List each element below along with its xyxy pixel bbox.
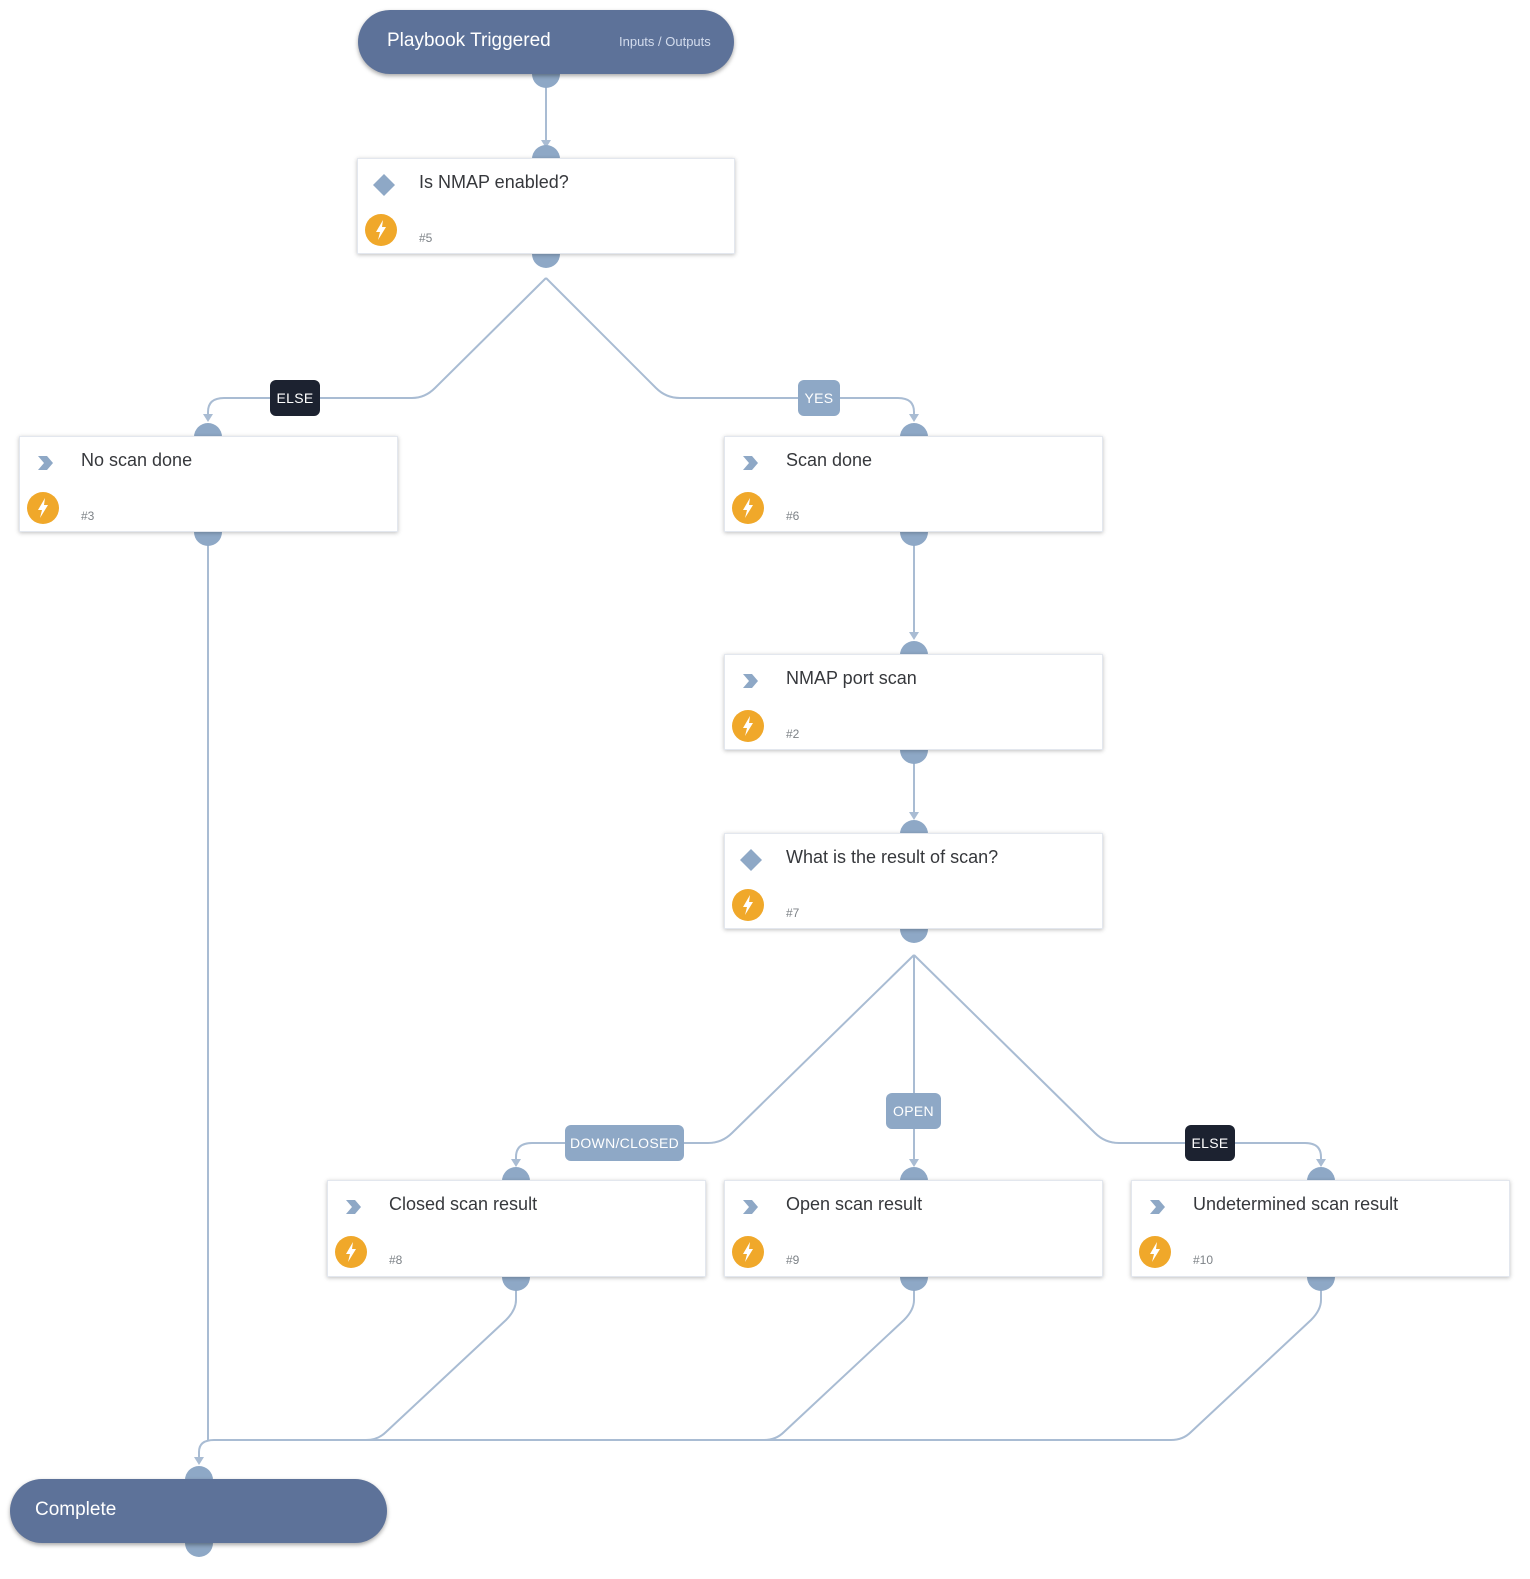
task-number: #7 xyxy=(786,906,800,920)
task-name: NMAP port scan xyxy=(786,668,917,688)
task-name: Scan done xyxy=(786,450,873,470)
task-no-scan-done[interactable]: No scan done #3 xyxy=(19,436,398,532)
chevron-right-icon xyxy=(38,456,53,470)
diamond-icon xyxy=(740,849,762,871)
in-port-5 xyxy=(532,145,560,159)
in-port-6 xyxy=(900,423,928,437)
out-port-10 xyxy=(1307,1277,1335,1291)
arrowhead xyxy=(909,812,919,820)
in-port-8 xyxy=(502,1167,530,1181)
task-name: Closed scan result xyxy=(389,1194,538,1214)
edge-7-to-10 xyxy=(913,954,1322,1162)
chevron-right-icon xyxy=(743,1200,758,1214)
lightning-icon xyxy=(365,214,397,246)
edge-5-to-6 xyxy=(545,277,915,417)
task-is-nmap-enabled[interactable]: Is NMAP enabled? #5 xyxy=(357,158,735,254)
edge-8-to-complete xyxy=(365,1290,517,1441)
lightning-icon xyxy=(335,1236,367,1268)
task-name: Open scan result xyxy=(786,1194,923,1214)
edge-label-yes[interactable]: YES xyxy=(798,380,840,416)
task-name: Is NMAP enabled? xyxy=(419,172,569,192)
edge-label-else[interactable]: ELSE xyxy=(1185,1125,1235,1161)
lightning-icon xyxy=(732,1236,764,1268)
out-port-8 xyxy=(502,1277,530,1291)
out-port-start xyxy=(532,74,560,88)
arrowhead xyxy=(511,1159,521,1167)
arrowhead xyxy=(909,632,919,640)
out-port-3 xyxy=(194,532,222,546)
task-nmap-port-scan[interactable]: NMAP port scan #2 xyxy=(724,654,1103,750)
edge-label-down-closed[interactable]: DOWN/CLOSED xyxy=(565,1125,684,1161)
task-number: #10 xyxy=(1193,1253,1214,1267)
chevron-right-icon xyxy=(743,456,758,470)
out-port-6 xyxy=(900,532,928,546)
chevron-right-icon xyxy=(743,674,758,688)
in-port-7 xyxy=(900,820,928,834)
edge-merge-bus xyxy=(198,1439,1171,1460)
playbook-triggered-node[interactable]: Playbook Triggered Inputs / Outputs xyxy=(358,10,734,74)
lightning-icon xyxy=(732,710,764,742)
edge-9-to-complete xyxy=(763,1290,915,1441)
task-number: #8 xyxy=(389,1253,403,1267)
out-port-9 xyxy=(900,1277,928,1291)
lightning-icon xyxy=(732,889,764,921)
out-port-7 xyxy=(900,929,928,943)
in-port-3 xyxy=(194,423,222,437)
edge-10-to-complete xyxy=(1170,1290,1322,1441)
task-name: Undetermined scan result xyxy=(1193,1194,1399,1214)
task-name: What is the result of scan? xyxy=(786,847,999,867)
lightning-icon xyxy=(1139,1236,1171,1268)
out-port-5 xyxy=(532,254,560,268)
edge-label-else[interactable]: ELSE xyxy=(270,380,320,416)
task-closed-scan-result[interactable]: Closed scan result #8 xyxy=(327,1180,706,1277)
in-port-10 xyxy=(1307,1167,1335,1181)
edge-label-open[interactable]: OPEN xyxy=(886,1093,941,1129)
complete-node[interactable]: Complete xyxy=(10,1479,387,1543)
task-number: #5 xyxy=(419,231,433,245)
in-port-complete xyxy=(185,1466,213,1480)
out-port-2 xyxy=(900,750,928,764)
task-name: No scan done xyxy=(81,450,193,470)
chevron-right-icon xyxy=(346,1200,361,1214)
task-number: #9 xyxy=(786,1253,800,1267)
task-scan-done[interactable]: Scan done #6 xyxy=(724,436,1103,532)
arrowhead xyxy=(194,1457,204,1465)
out-port-complete xyxy=(185,1543,213,1557)
task-what-is-result-of-scan[interactable]: What is the result of scan? #7 xyxy=(724,833,1103,929)
task-undetermined-scan-result[interactable]: Undetermined scan result #10 xyxy=(1131,1180,1510,1277)
inputs-outputs-link[interactable]: Inputs / Outputs xyxy=(619,34,711,49)
arrowhead xyxy=(541,140,551,148)
task-number: #6 xyxy=(786,509,800,523)
chevron-right-icon xyxy=(1150,1200,1165,1214)
lightning-icon xyxy=(732,492,764,524)
task-number: #2 xyxy=(786,727,800,741)
in-port-2 xyxy=(900,641,928,655)
task-number: #3 xyxy=(81,509,95,523)
arrowhead xyxy=(203,414,213,422)
diamond-icon xyxy=(373,174,395,196)
arrowhead xyxy=(1316,1159,1326,1167)
task-open-scan-result[interactable]: Open scan result #9 xyxy=(724,1180,1103,1277)
start-title: Playbook Triggered xyxy=(387,30,551,51)
arrowhead xyxy=(909,414,919,422)
lightning-icon xyxy=(27,492,59,524)
arrowhead xyxy=(909,1159,919,1167)
end-title: Complete xyxy=(35,1499,117,1520)
in-port-9 xyxy=(900,1167,928,1181)
edge-5-to-3 xyxy=(207,277,547,417)
